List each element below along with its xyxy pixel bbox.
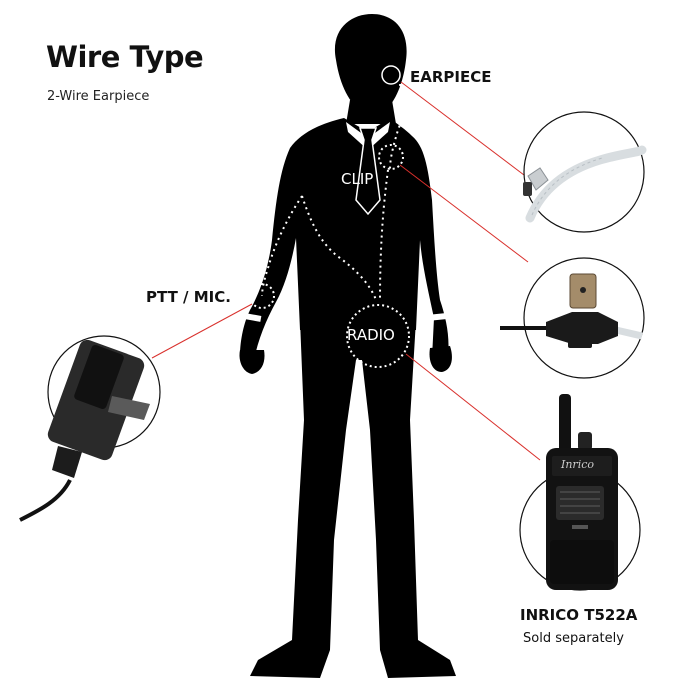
person-silhouette [239, 14, 456, 678]
label-ptt-mic: PTT / MIC. [146, 288, 231, 306]
tie [355, 127, 381, 216]
page-subtitle: 2-Wire Earpiece [47, 89, 150, 104]
ptt-marker [249, 283, 275, 309]
clip-marker [378, 144, 404, 170]
label-radio: RADIO [347, 326, 395, 344]
earpiece-marker [381, 65, 401, 85]
detail-ptt-mic [19, 335, 161, 522]
detail-earpiece [523, 111, 647, 233]
radio-device [519, 394, 641, 591]
detail-clip [500, 257, 645, 379]
product-name: INRICO T522A [520, 606, 638, 624]
dotted-wire-paths [261, 83, 403, 301]
radio-marker [346, 304, 410, 368]
page-title: Wire Type [46, 40, 204, 74]
right-cuff [425, 312, 449, 322]
label-earpiece: EARPIECE [410, 68, 492, 86]
left-cuff [238, 312, 262, 322]
leader-lines [151, 81, 541, 461]
label-clip: CLIP [341, 170, 374, 188]
radio-brand-logo: Inrico [561, 458, 594, 471]
product-note: Sold separately [523, 631, 624, 646]
